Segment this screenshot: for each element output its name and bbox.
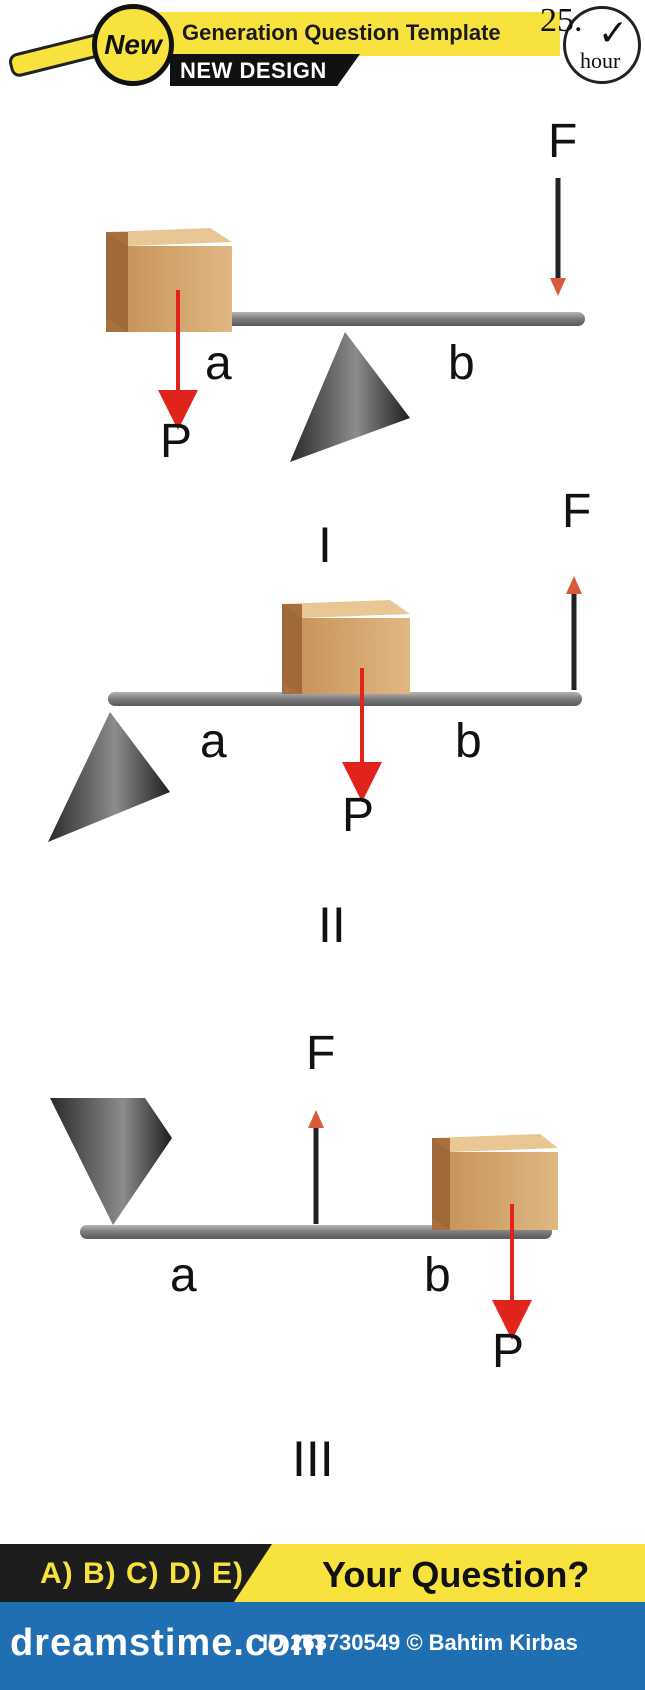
lever-beam — [108, 692, 582, 706]
header: Generation Question Template NEW DESIGN … — [0, 0, 645, 100]
answer-options-panel — [0, 1544, 272, 1602]
answer-options: A) B) C) D) E) — [40, 1557, 244, 1590]
clock-number: 25. — [540, 2, 583, 39]
cargo-box — [106, 228, 232, 332]
force-arrow-head — [550, 278, 566, 296]
image-credit: ID 263730549 © Bahtim Kirbas — [262, 1630, 578, 1655]
force-arrow-head — [308, 1110, 324, 1128]
force-arrow-head — [566, 576, 582, 594]
clock-icon — [563, 6, 641, 84]
pivot-wedge — [50, 1098, 172, 1225]
question-prompt: Your Question? — [322, 1554, 590, 1595]
header-subtitle: NEW DESIGN — [180, 58, 327, 83]
clock-unit: hour — [580, 48, 621, 73]
weight-label: P — [160, 415, 193, 468]
new-design-bar — [170, 54, 360, 86]
diagram-number: I — [318, 517, 332, 573]
distance-a-label: a — [205, 337, 232, 390]
lever-diagram-3: F a b P III — [0, 1020, 645, 1520]
lever-diagram-1-graphic — [106, 178, 585, 462]
cargo-box — [282, 600, 410, 694]
distance-b-label: b — [424, 1249, 451, 1302]
stock-footer — [0, 1602, 645, 1690]
distance-b-label: b — [455, 715, 482, 768]
pivot-wedge — [48, 712, 170, 842]
weight-label: P — [342, 789, 375, 842]
lever-diagram-3-graphic — [50, 1098, 558, 1340]
force-label: F — [562, 485, 592, 538]
header-title: Generation Question Template — [182, 20, 501, 45]
force-label: F — [306, 1027, 336, 1080]
distance-a-label: a — [170, 1249, 197, 1302]
title-banner — [110, 12, 560, 56]
diagram-number: III — [292, 1431, 334, 1487]
lever-diagram-2-graphic — [48, 576, 582, 842]
new-badge: New — [92, 4, 174, 86]
watermark-logo: dreamstime.com — [10, 1622, 327, 1664]
weight-label: P — [492, 1325, 525, 1378]
lever-diagram-1: F a b P I — [0, 100, 645, 570]
pivot-wedge — [290, 332, 410, 462]
diagram-number: II — [318, 897, 346, 953]
lever-diagram-2: F a b P II — [0, 485, 645, 960]
new-badge-label: New — [104, 29, 162, 60]
force-label: F — [548, 115, 578, 168]
distance-b-label: b — [448, 337, 475, 390]
cargo-box — [432, 1134, 558, 1230]
checkmark-icon: ✓ — [598, 12, 629, 53]
distance-a-label: a — [200, 715, 227, 768]
